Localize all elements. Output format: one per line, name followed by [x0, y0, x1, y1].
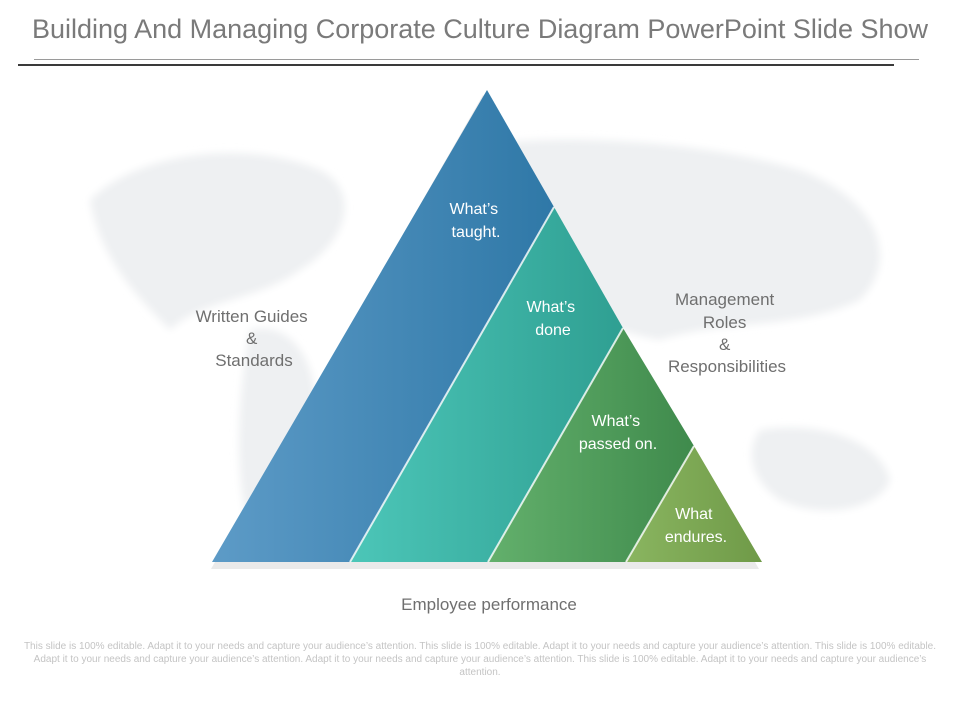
segment-whats-passed-on: [488, 328, 694, 562]
segment-dividers: [349, 206, 695, 563]
right-side-label: Management Roles & Responsibilities: [668, 290, 786, 376]
left-side-label: Written Guides & Standards: [196, 307, 313, 370]
world-map-background: [90, 139, 890, 560]
segment-whats-taught: [212, 90, 554, 562]
slide-title: Building And Managing Corporate Culture …: [32, 14, 928, 44]
footer-disclaimer: This slide is 100% editable. Adapt it to…: [23, 641, 937, 678]
title-rule-thin: [34, 59, 919, 60]
label-whats-taught: What’s taught.: [449, 201, 502, 241]
label-what-endures: What endures.: [665, 506, 727, 546]
segment-whats-done: [350, 207, 623, 562]
bottom-label: Employee performance: [401, 595, 577, 614]
title-rule-thick: [18, 64, 894, 66]
segment-what-endures: [626, 446, 762, 562]
label-whats-done: What’s done: [526, 299, 579, 339]
label-whats-passed-on: What’s passed on.: [579, 413, 657, 453]
